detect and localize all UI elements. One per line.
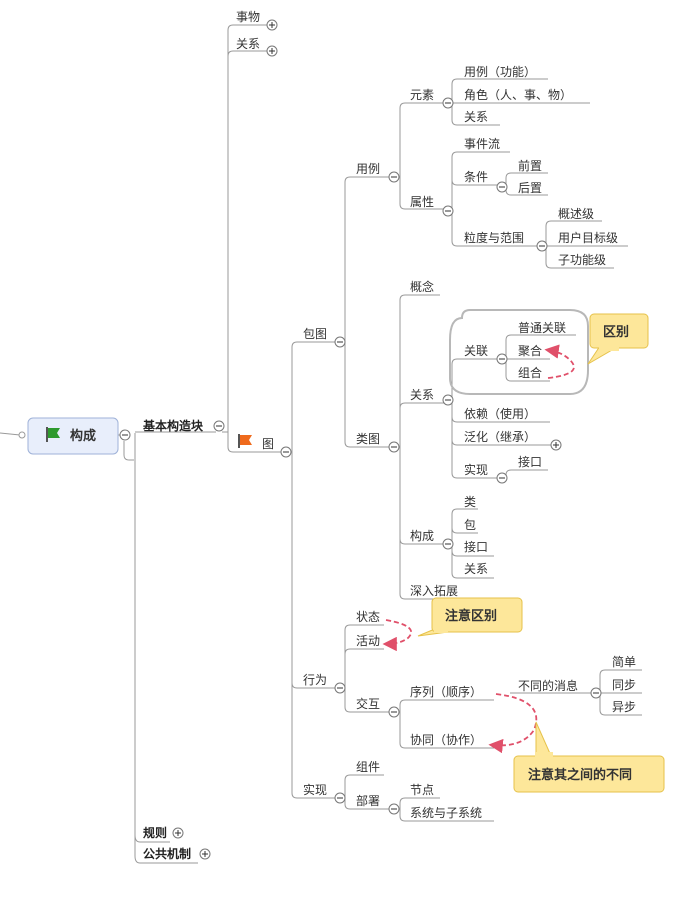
elements: 元素 [410,88,434,102]
collapse-toggle[interactable] [590,687,602,699]
diagram: 图 [262,437,274,451]
composition-item: 包 [464,518,476,532]
package-diagram: 包图 [303,327,327,341]
granularity-item: 子功能级 [558,253,606,267]
composition-item: 关系 [464,562,488,576]
callout-difference: 区别 [587,313,649,365]
granularity-item: 用户目标级 [558,230,618,245]
message-item: 简单 [612,655,636,669]
collapse-toggle[interactable] [496,353,508,365]
expand-toggle[interactable] [172,827,184,839]
relations-top: 关系 [236,37,260,51]
green-flag-icon [46,427,60,442]
deployment: 部署 [356,793,380,808]
dependency: 依赖（使用） [464,406,536,421]
generalization: 泛化（继承） [464,430,536,444]
basic-blocks: 基本构造块 [142,418,204,433]
callout-attention-between: 注意其之间的不同 [513,721,665,793]
svg-text:注意其之间的不同: 注意其之间的不同 [528,767,632,783]
association-item: 聚合 [518,343,542,358]
sequence-collaboration-arrow [488,693,538,754]
common-mechanisms: 公共机制 [143,846,191,861]
composition-item: 类 [464,495,476,509]
event-flow: 事件流 [464,137,500,151]
orange-flag-icon [238,434,252,448]
collapse-toggle[interactable] [334,792,346,804]
association-item: 普通关联 [518,321,566,335]
collapse-toggle[interactable] [119,429,131,441]
collapse-toggle[interactable] [334,336,346,348]
collapse-toggle[interactable] [496,472,508,484]
granularity: 粒度与范围 [464,230,524,245]
collapse-toggle[interactable] [388,441,400,453]
message-item: 异步 [612,700,636,714]
svg-text:区别: 区别 [603,325,629,340]
expand-toggle[interactable] [550,439,562,451]
collapse-toggle[interactable] [536,240,548,252]
collapse-toggle[interactable] [496,181,508,193]
message-item: 同步 [612,678,636,692]
node: 节点 [410,783,434,797]
rules: 规则 [143,825,167,840]
svg-text:注意区别: 注意区别 [445,608,497,624]
implementation: 实现 [303,782,327,797]
state-activity-arrow [382,619,413,652]
component: 组件 [356,760,380,774]
expand-toggle[interactable] [266,45,278,57]
deep-extension: 深入拓展 [410,584,458,598]
root-label: 构成 [70,428,96,444]
collapse-toggle[interactable] [213,420,225,432]
collapse-toggle[interactable] [442,97,454,109]
collaboration: 协同（协作） [410,732,482,747]
collapse-toggle[interactable] [388,706,400,718]
association-item: 组合 [518,365,542,380]
state: 状态 [356,610,380,624]
granularity-item: 概述级 [558,207,594,221]
callout-attention-difference: 注意区别 [417,597,523,637]
composition: 构成 [410,528,434,543]
postcondition: 后置 [518,181,542,195]
aggregation-composition-arrow [544,344,575,379]
condition: 条件 [464,170,488,184]
expand-toggle[interactable] [199,848,211,860]
element-item: 用例（功能） [464,65,536,79]
interaction: 交互 [356,696,380,711]
element-item: 关系 [464,110,488,124]
things: 事物 [236,10,260,24]
use-case: 用例 [356,162,380,176]
realization: 实现 [464,462,488,477]
attributes: 属性 [410,195,434,209]
activity: 活动 [356,634,380,648]
system-subsystem: 系统与子系统 [410,806,482,820]
association: 关联 [464,344,488,358]
interface: 接口 [518,454,542,469]
collapse-toggle[interactable] [442,538,454,550]
collapse-toggle[interactable] [442,394,454,406]
expand-toggle[interactable] [266,19,278,31]
different-messages: 不同的消息 [518,678,578,693]
concept: 概念 [410,279,434,294]
collapse-toggle[interactable] [388,171,400,183]
sequence: 序列（顺序） [410,684,482,699]
class-diagram: 类图 [356,432,380,446]
collapse-toggle[interactable] [280,446,292,458]
behavior: 行为 [303,673,327,687]
collapse-toggle[interactable] [442,205,454,217]
root-node[interactable]: 构成 [18,417,119,455]
collapse-toggle[interactable] [388,803,400,815]
composition-item: 接口 [464,539,488,554]
collapse-toggle[interactable] [334,682,346,694]
element-item: 角色（人、事、物） [464,88,572,102]
precondition: 前置 [518,158,542,173]
association-highlight [449,309,589,395]
relation: 关系 [410,388,434,402]
